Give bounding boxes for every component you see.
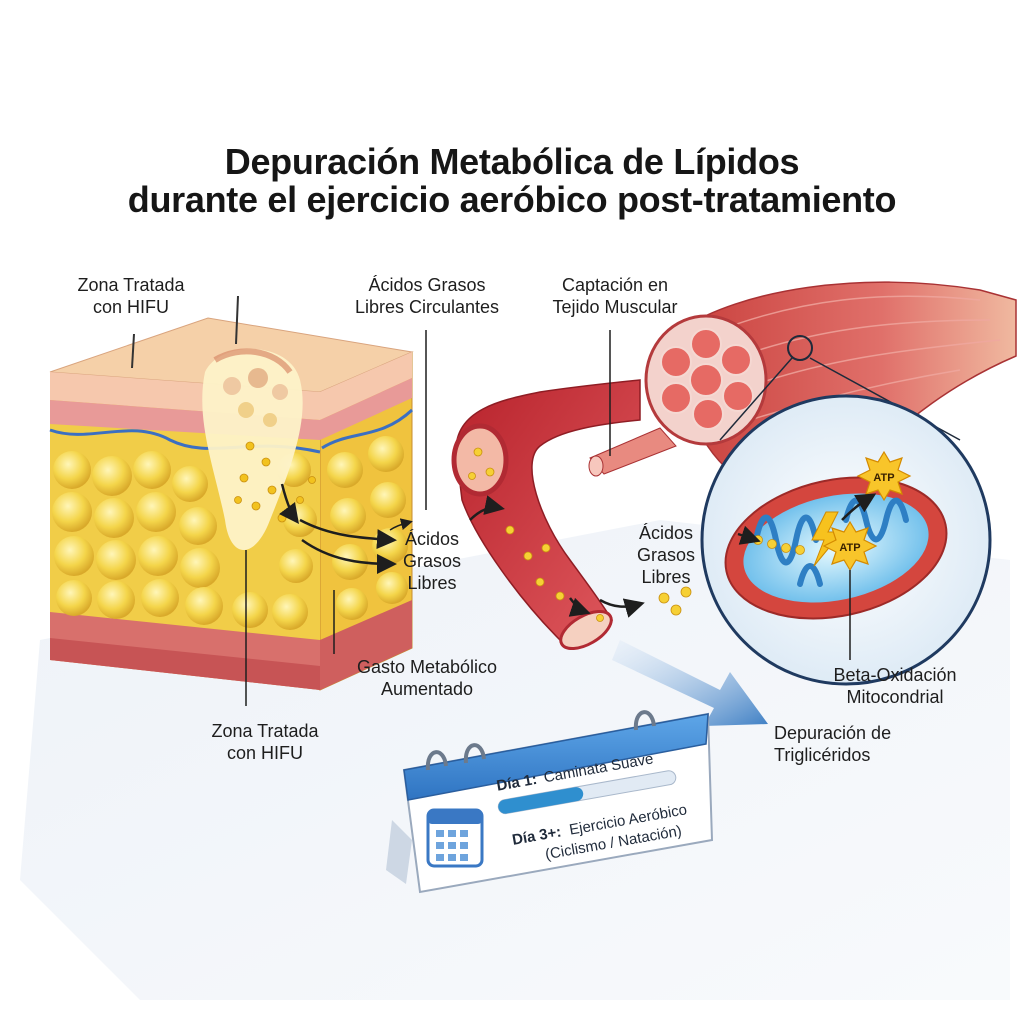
label-acidos-grasos-libres-right: Ácidos Grasos Libres [624,522,708,588]
label-line: Tejido Muscular [552,297,678,317]
label-line: Ácidos [638,523,694,543]
label-beta-oxidacion: Beta-Oxidación Mitocondrial [810,664,980,708]
label-line: con HIFU [226,743,304,763]
calendar-rings [425,710,656,771]
triglyceride-clearance-arrow [612,640,768,726]
atp-burst-1 [856,450,912,502]
label-line: Libres [641,567,691,587]
label-zona-tratada-top: Zona Tratada con HIFU [56,274,206,318]
label-line: Gasto Metabólico [356,657,498,677]
day1-label: Día 1: [495,771,538,795]
label-zona-tratada-bottom: Zona Tratada con HIFU [190,720,340,764]
fat-cells [52,436,408,630]
label-line: Ácidos Grasos [368,275,486,295]
label-line: Grasos [402,551,462,571]
label-line: Aumentado [380,679,474,699]
leader-lines [245,330,851,706]
label-line: Libres Circulantes [354,297,500,317]
day1-progress [498,787,584,814]
flow-arrow-1 [279,483,299,525]
label-line: Triglicéridos [774,745,871,765]
label-line: con HIFU [92,297,170,317]
mitochondrion-lens [700,394,992,686]
label-acidos-grasos-libres-mid: Ácidos Grasos Libres [392,528,472,594]
exercise-calendar: Día 1: Caminata Suave Día 3+: Ejercicio … [386,710,714,894]
calendar-header [403,713,709,801]
label-line: Captación en [561,275,669,295]
calendar-icon [426,808,484,868]
label-gasto-metabolico: Gasto Metabólico Aumentado [334,656,520,700]
flow-arrow-3 [301,538,397,574]
label-line: Libres [407,573,457,593]
atp-label-2: ATP [839,542,860,554]
label-depuracion-trigliceridos: Depuración de Triglicéridos [774,722,954,766]
label-line: Zona Tratada [211,721,319,741]
blood-vessel [451,379,641,651]
label-captacion-tejido-muscular: Captación en Tejido Muscular [530,274,700,318]
label-line: Beta-Oxidación [833,665,957,685]
label-acidos-grasos-circulantes: Ácidos Grasos Libres Circulantes [334,274,520,318]
flow-arrow-2 [299,518,397,550]
atp-label-1: ATP [873,472,894,484]
flow-arrow-4 [599,598,645,618]
label-line: Zona Tratada [77,275,185,295]
free-fatty-acids-cluster [658,586,692,616]
label-line: Mitocondrial [846,687,944,707]
label-line: Depuración de [774,723,892,743]
title-line-2: durante el ejercicio aeróbico post-trata… [127,179,897,220]
skin-tissue-block [49,295,414,691]
title-line-1: Depuración Metabólica de Lípidos [224,141,800,182]
label-line: Ácidos [404,529,460,549]
label-line: Grasos [636,545,696,565]
